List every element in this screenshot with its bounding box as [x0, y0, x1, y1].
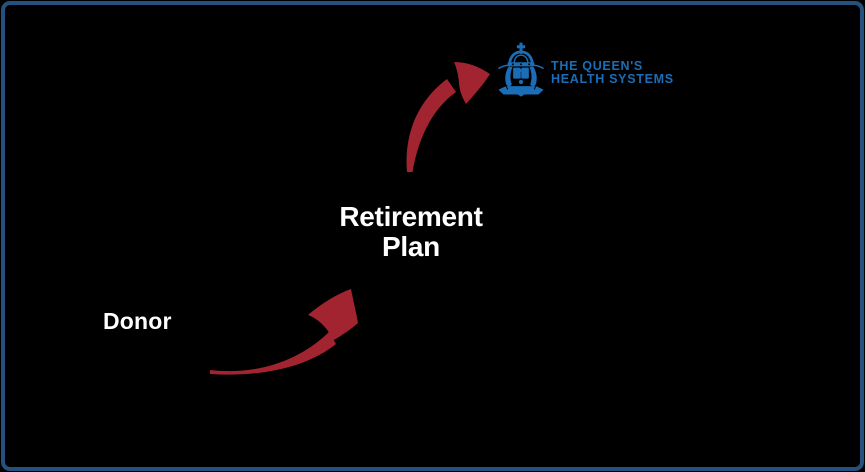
organization-logo: THE QUEEN'S HEALTH SYSTEMS	[497, 41, 674, 98]
retirement-plan-line1: Retirement	[339, 201, 483, 232]
curved-arrow-donor-to-retirement	[210, 289, 358, 375]
retirement-plan-line2: Plan	[382, 231, 440, 262]
retirement-plan-label: Retirement Plan	[311, 202, 511, 262]
curved-arrow-retirement-to-organization	[406, 62, 490, 172]
organization-name-line1: THE QUEEN'S	[551, 59, 643, 73]
organization-name-line2: HEALTH SYSTEMS	[551, 72, 674, 86]
donor-label: Donor	[103, 308, 172, 334]
queens-crest-icon	[498, 42, 544, 97]
organization-name: THE QUEEN'S HEALTH SYSTEMS	[551, 60, 674, 86]
